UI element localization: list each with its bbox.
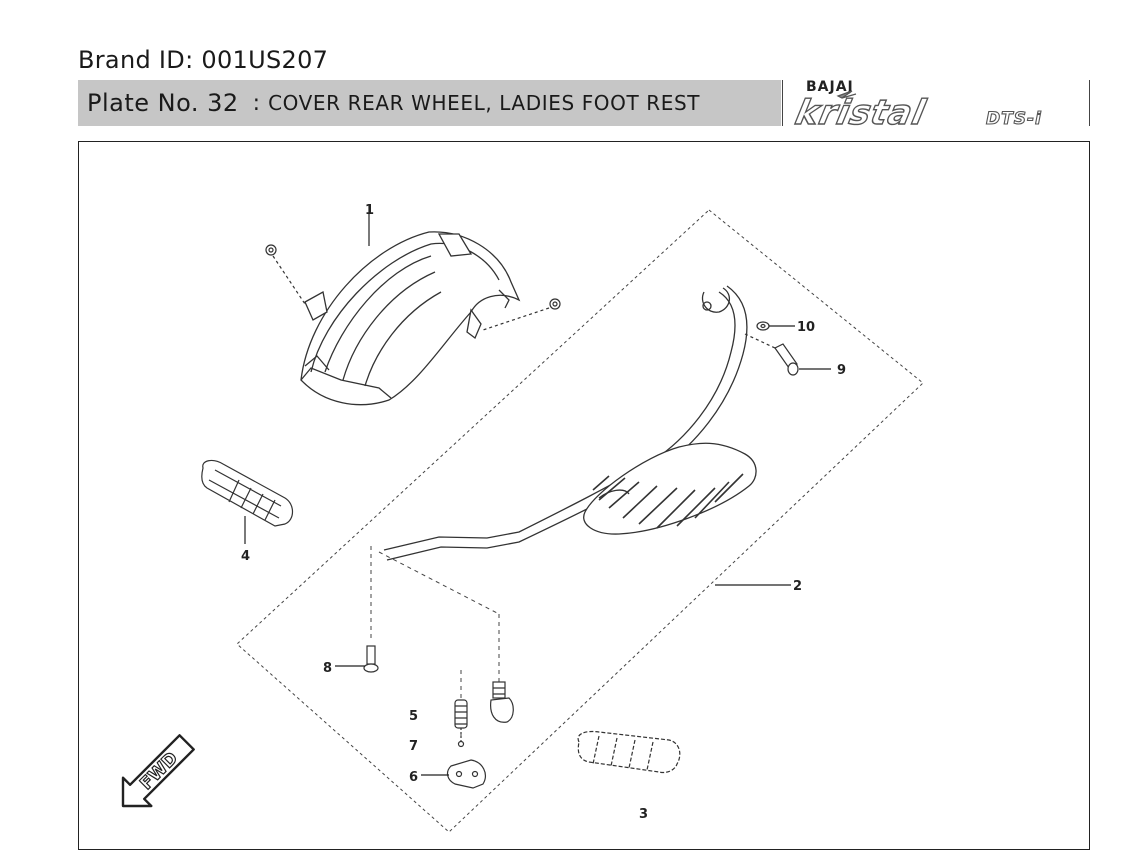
cover-screw-left: [265, 244, 306, 305]
logo-maker-text: BAJAJ: [806, 79, 854, 95]
callout-label-4: 4: [241, 549, 250, 564]
fwd-direction-arrow: FWD: [121, 734, 195, 808]
screw-8-part: [363, 645, 379, 673]
logo-variant-text: DTS-i: [986, 109, 1042, 129]
foot-rest-assembly-part: [383, 285, 757, 561]
logo-swoosh: [836, 90, 857, 99]
callout-label-2: 2: [793, 579, 802, 594]
foot-rest-rubber-left-part: [201, 459, 294, 527]
callout-label-7: 7: [409, 739, 418, 754]
assembly-guide-lines: [370, 546, 500, 746]
plate-title-bar: Plate No. 32 : COVER REAR WHEEL, LADIES …: [78, 80, 781, 126]
logo-divider-left: [782, 80, 783, 126]
callout-label-8: 8: [323, 661, 332, 676]
logo-divider-right: [1089, 80, 1090, 126]
bolt-9-part: [744, 333, 799, 376]
callout-label-6: 6: [409, 770, 418, 785]
diagram-frame: 1 2 9 10: [78, 141, 1090, 850]
bracket-6-part: [446, 759, 486, 789]
cover-screw-right: [482, 298, 561, 331]
callout-label-5: 5: [409, 709, 418, 724]
callout-label-3: 3: [639, 807, 648, 822]
callout-label-9: 9: [837, 363, 846, 378]
plate-separator: :: [252, 90, 261, 116]
washer-10-part: [756, 321, 770, 331]
plate-number: Plate No. 32: [87, 89, 239, 117]
callout-label-10: 10: [797, 320, 815, 335]
exploded-parts-diagram: 1 2 9 10: [121, 203, 924, 833]
foot-rest-rubber-right-part: [577, 730, 681, 774]
brand-id: Brand ID: 001US207: [78, 46, 329, 74]
bajaj-kristal-logo: BAJAJ kristal DTS-i: [791, 79, 1042, 130]
plate-description: COVER REAR WHEEL, LADIES FOOT REST: [268, 91, 701, 115]
callout-label-1: 1: [365, 203, 374, 218]
pivot-plug-part: [490, 681, 514, 723]
logo-model-text: kristal: [792, 93, 930, 130]
rear-wheel-cover-part: [300, 231, 521, 406]
spring-5-part: [454, 699, 468, 748]
